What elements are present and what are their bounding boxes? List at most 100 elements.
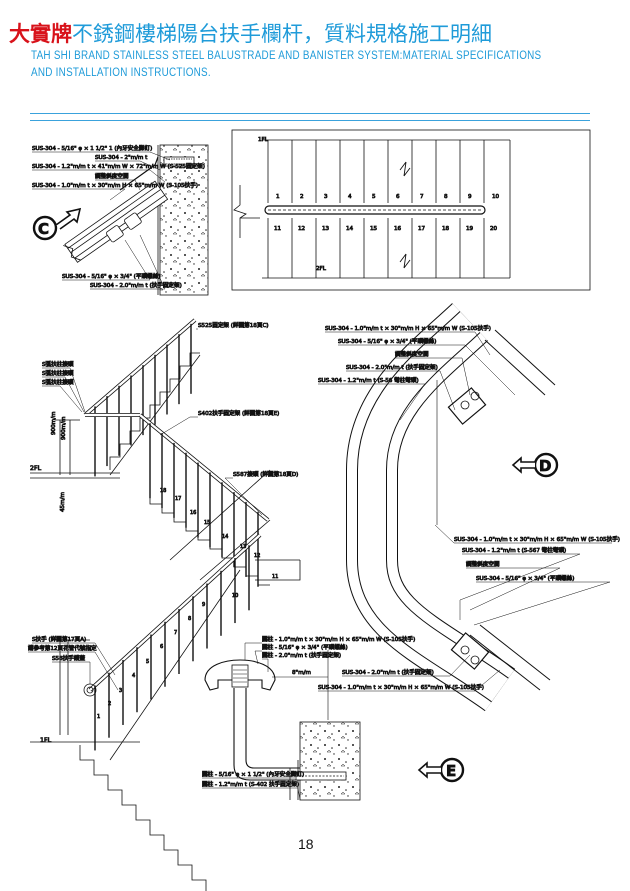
callout-label: 圓柱 - 1.0"m/m t × 30"m/m H × 65"m/m W (S-… xyxy=(262,635,415,643)
step-number: 4 xyxy=(348,194,352,200)
step-number: 18 xyxy=(442,226,450,232)
leader-line xyxy=(42,385,83,413)
page-title: 大實牌不銹鋼樓梯陽台扶手欄杆，質料規格施工明細 xyxy=(9,18,492,48)
step-number: 14 xyxy=(346,226,354,232)
callout-label: SUS-304 - 1.0"m/m t × 30"m/m H × 65"m/m … xyxy=(325,324,491,332)
step-number: 16 xyxy=(394,226,402,232)
callout-label: 調整斜度空間 xyxy=(95,172,129,180)
callout-label: 圓柱 - 1.2"m/m t (S-402 扶手固定架) xyxy=(202,780,299,788)
callout-label: SUS-304 - 1.2"m/m t × 41"m/m W × 72"m/m … xyxy=(32,162,205,170)
callout-label: S弧扶柱接頭 xyxy=(42,360,74,368)
detail-c-marker: C xyxy=(32,207,82,241)
callout-label: 1FL xyxy=(40,737,52,744)
callout-label: 調整斜度空間 xyxy=(466,560,500,568)
callout-label: S弧扶柱接頭 xyxy=(42,369,74,377)
callout-label: 2FL xyxy=(30,465,42,472)
svg-text:8"m/m: 8"m/m xyxy=(292,670,311,676)
leader-line xyxy=(346,370,456,411)
step-number: 5 xyxy=(372,194,376,200)
callout-label: SUS-304 - 1.0"m/m t × 30"m/m H × 65"m/m … xyxy=(32,181,198,189)
step-number: 2 xyxy=(300,194,304,200)
step-number: 6 xyxy=(396,194,400,200)
callout-label: SUS-304 - 2"m/m t xyxy=(95,155,148,161)
step-number: 3 xyxy=(119,688,122,694)
step-number: 1 xyxy=(97,714,100,720)
page-number: 18 xyxy=(298,836,314,852)
concrete-wall xyxy=(159,144,209,296)
leader-line xyxy=(395,357,471,396)
callout-label: SUS-304 - 5/16" φ × 1 1/2" 1 (內牙安全膨釘) xyxy=(32,144,152,152)
callout-label: SUS-304 - 1.0"m/m t × 30"m/m H × 65"m/m … xyxy=(454,535,620,543)
step-number: 9 xyxy=(202,602,205,608)
leader-line xyxy=(32,188,126,201)
step-number: 11 xyxy=(274,226,282,232)
callout-label: SUS-304 - 5/16" φ × 3/4" (平頭螺絲) xyxy=(476,574,574,582)
detail-e: 8"m/m E 圓柱 - 1.0"m/m t × 30"m/m H × 65"m… xyxy=(202,635,465,801)
callout-label: SUS-304 - 2.0"m/m t (扶手固定架) xyxy=(342,668,434,676)
step-number: 15 xyxy=(370,226,378,232)
step-number: 12 xyxy=(298,226,305,232)
leader-line xyxy=(262,658,269,672)
stair-steps xyxy=(109,352,200,470)
step-number: 12 xyxy=(254,553,260,559)
detail-e-marker: E xyxy=(417,757,465,783)
detail-c: C SUS-304 - 5/16" φ × 1 1/2" 1 (內牙安全膨釘) S… xyxy=(32,144,209,296)
leader-line xyxy=(32,642,116,676)
step-number: 10 xyxy=(492,194,500,200)
callout-label: SUS-304 - 1.2"m/m t (S-56 彎柱彎頭) xyxy=(318,376,419,384)
stair-elevation xyxy=(30,318,301,891)
step-number: 2 xyxy=(108,701,111,707)
callout-label: SUS-304 - 5/16" φ × 3/4" (平頭螺絲) xyxy=(62,272,160,280)
callout-label: 圓柱 - 5/16" φ × 3/4" (平頭螺絲) xyxy=(262,643,348,651)
step-number: 11 xyxy=(272,574,278,580)
detail-d: D SUS-304 - 1.0"m/m t × 30"m/m H × 65"m/… xyxy=(318,303,620,712)
step-number: 20 xyxy=(490,226,498,232)
title-chinese: 不銹鋼樓梯陽台扶手欄杆，質料規格施工明細 xyxy=(72,22,492,46)
leader-line xyxy=(459,553,581,620)
leader-line xyxy=(52,661,91,684)
callout-label: 圓柱 - 5/16" φ × 1 1/2" (內牙安全膨釘) xyxy=(202,770,304,778)
callout-label: S58扶手護蓋 xyxy=(52,654,85,662)
step-number: 13 xyxy=(322,226,330,232)
svg-text:E: E xyxy=(446,762,456,780)
step-number: 16 xyxy=(190,510,196,516)
step-number: 7 xyxy=(174,630,177,636)
dimension-label: 900m/m xyxy=(51,412,57,435)
leader-line xyxy=(318,383,426,421)
leader-line xyxy=(473,581,611,626)
svg-text:D: D xyxy=(539,457,551,475)
step-number: 15 xyxy=(204,520,210,526)
step-number: 5 xyxy=(146,659,149,665)
step-number: 17 xyxy=(418,226,426,232)
leader-line xyxy=(95,160,161,171)
leader-line xyxy=(224,477,263,516)
leader-line xyxy=(342,654,471,677)
step-number: 6 xyxy=(160,644,163,650)
step-number: 7 xyxy=(420,194,424,200)
concrete-wall xyxy=(299,721,361,801)
leader-line xyxy=(434,524,612,544)
leader-line xyxy=(325,331,491,356)
callout-label: 調整斜度空間 xyxy=(395,350,429,358)
step-number: 4 xyxy=(132,673,135,679)
callout-label: S扶手 (詳圖第17頁A) xyxy=(32,635,86,643)
leader-line xyxy=(95,179,141,191)
step-number: 8 xyxy=(188,616,191,622)
step-number: 1 xyxy=(276,194,280,200)
leader-line xyxy=(42,376,85,413)
header-rule-2 xyxy=(30,120,590,121)
svg-text:2FL: 2FL xyxy=(316,266,327,272)
leader-line xyxy=(28,651,119,691)
detail-d-marker: D xyxy=(511,452,559,478)
leader-line xyxy=(32,169,166,183)
title-english-line1: TAH SHI BRAND STAINLESS STEEL BALUSTRADE… xyxy=(31,50,542,62)
leader-line xyxy=(318,669,501,692)
step-number: 17 xyxy=(175,496,181,502)
step-number: 8 xyxy=(444,194,448,200)
dimension-label: 900m/m xyxy=(61,417,67,440)
callout-label: SUS-304 - 2.0"m/m t (扶手固定架) xyxy=(346,363,438,371)
callout-label: SUS-304 - 5/16" φ × 3/4" (平頭螺絲) xyxy=(338,337,436,345)
step-number: 18 xyxy=(160,488,166,494)
leader-line xyxy=(466,567,561,611)
leader-line xyxy=(338,344,516,396)
